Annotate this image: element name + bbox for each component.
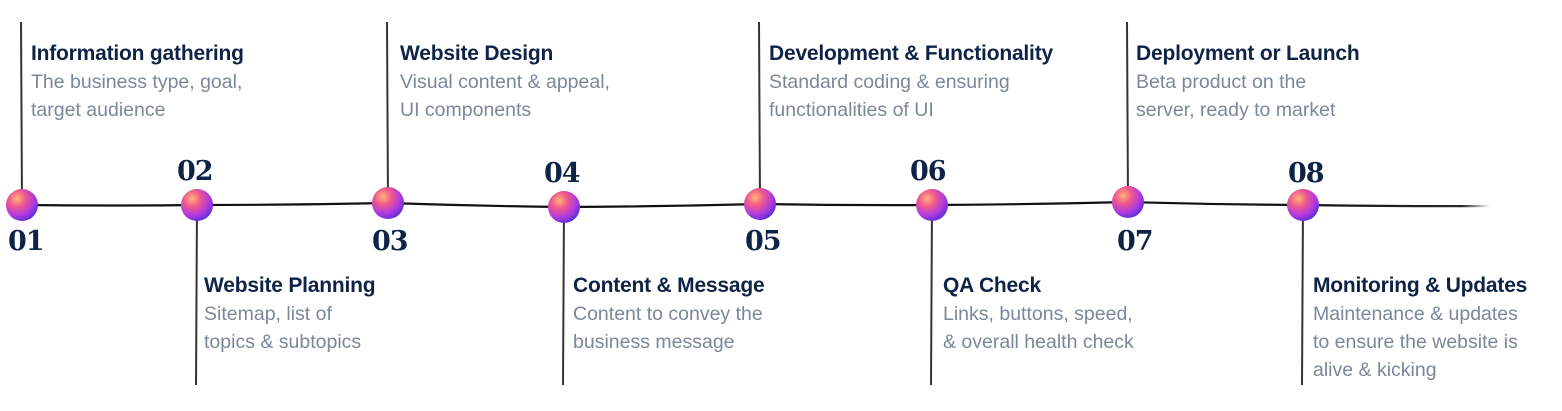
- step-title: Content & Message: [573, 274, 765, 297]
- timeline-segment: [20, 203, 199, 207]
- step-number: 05: [745, 226, 782, 257]
- timeline-segment: [1126, 200, 1305, 207]
- step-description-line: & overall health check: [943, 331, 1134, 353]
- stem-line: [930, 204, 933, 386]
- step-description: Content to convey the business message: [573, 300, 764, 356]
- milestone-dot: [1112, 186, 1144, 218]
- milestone-dot: [916, 189, 948, 221]
- step-number: 04: [544, 158, 581, 189]
- step-title: QA Check: [943, 274, 1041, 297]
- step-number: 06: [910, 156, 947, 187]
- step-description-line: Content to convey the: [573, 303, 763, 325]
- timeline-segment: [195, 201, 390, 207]
- milestone-dot: [1287, 189, 1319, 221]
- milestone-dot: [744, 188, 776, 220]
- timeline-segment: [1301, 203, 1492, 208]
- milestone-dot: [6, 189, 38, 221]
- step-number: 08: [1288, 158, 1325, 189]
- step-number: 02: [177, 156, 214, 187]
- stem-line: [195, 204, 198, 386]
- timeline-segment: [386, 201, 566, 209]
- step-description-line: target audience: [31, 99, 166, 121]
- step-description: Links, buttons, speed, & overall health c…: [943, 300, 1134, 356]
- step-description-line: Maintenance & updates: [1313, 303, 1518, 325]
- step-description: Beta product on the server, ready to mark…: [1136, 68, 1360, 124]
- stem-line: [758, 21, 761, 205]
- step-description: Maintenance & updates to ensure the websi…: [1313, 300, 1527, 384]
- step-description-line: to ensure the website is: [1313, 331, 1518, 353]
- stem-line: [386, 21, 389, 204]
- connector-lines: [20, 21, 1492, 386]
- milestone-dot: [181, 189, 213, 221]
- step-description-line: Sitemap, list of: [204, 303, 332, 325]
- step-description: Visual content & appeal, UI components: [400, 68, 610, 124]
- milestone-dot: [548, 191, 580, 223]
- stem-line: [562, 206, 565, 386]
- step-title: Information gathering: [31, 42, 244, 65]
- step-description-line: Standard coding & ensuring: [769, 71, 1010, 93]
- step-title: Website Design: [400, 42, 554, 65]
- step-description-line: Beta product on the: [1136, 71, 1307, 93]
- step-description-line: alive & kicking: [1313, 359, 1437, 381]
- timeline-segment: [758, 202, 934, 207]
- step-number: 03: [372, 226, 409, 257]
- step-title: Deployment or Launch: [1136, 42, 1360, 65]
- step-description-line: topics & subtopics: [204, 331, 362, 353]
- step-description: The business type, goal, target audience: [31, 68, 244, 124]
- milestone-dot: [372, 187, 404, 219]
- step-number: 01: [8, 226, 45, 257]
- step-description-line: Links, buttons, speed,: [943, 303, 1133, 325]
- step-description-line: Visual content & appeal,: [400, 71, 610, 93]
- step-description: Sitemap, list of topics & subtopics: [204, 300, 375, 356]
- step-description-line: business message: [573, 331, 735, 353]
- step-title: Monitoring & Updates: [1313, 274, 1528, 297]
- step-description-line: server, ready to market: [1136, 99, 1336, 121]
- stem-line: [20, 21, 23, 206]
- milestone-dots: [6, 186, 1319, 223]
- timeline-segment: [562, 202, 762, 209]
- step-title: Website Planning: [204, 274, 376, 297]
- step-description-line: UI components: [400, 99, 532, 121]
- step-title: Development & Functionality: [769, 42, 1053, 65]
- step-description: Standard coding & ensuring functionalitie…: [769, 68, 1053, 124]
- stem-line: [1126, 21, 1129, 203]
- step-description-line: functionalities of UI: [769, 99, 934, 121]
- timeline-segment: [930, 200, 1130, 207]
- step-description-line: The business type, goal,: [31, 71, 243, 93]
- stem-line: [1301, 204, 1304, 386]
- step-number: 07: [1117, 226, 1154, 257]
